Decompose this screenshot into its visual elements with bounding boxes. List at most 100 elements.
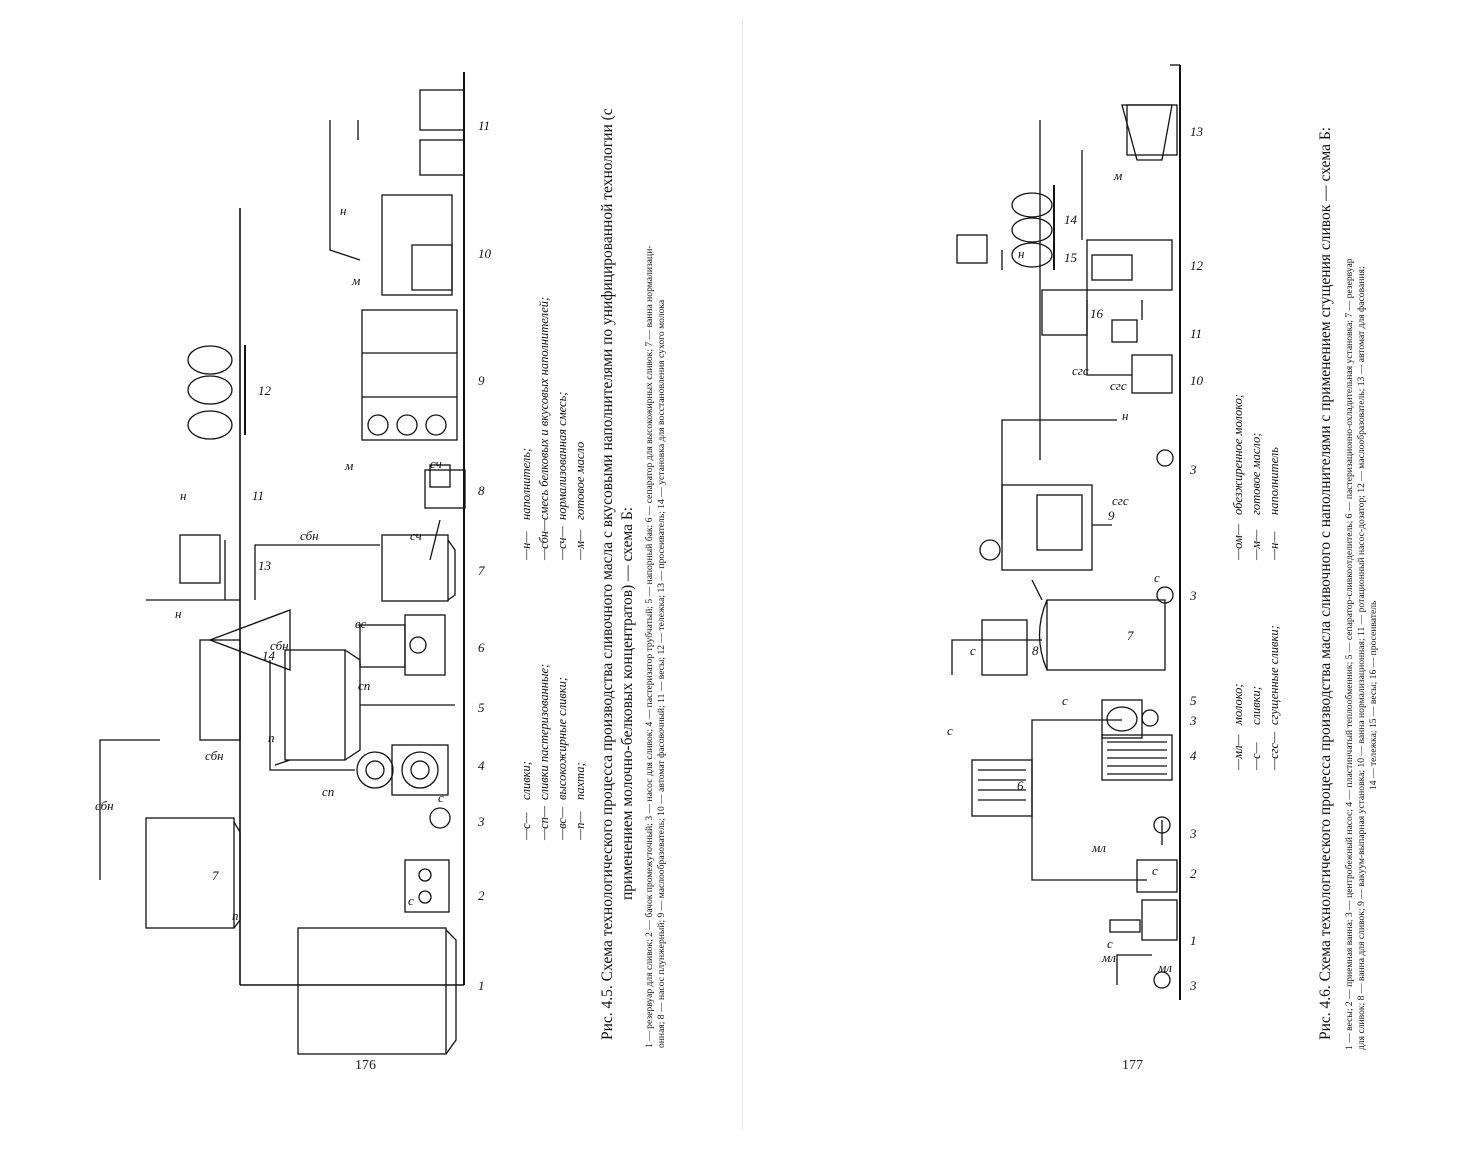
equipment-5-separator <box>1101 699 1143 739</box>
equipment-number: 13 <box>1190 124 1204 139</box>
figure-caption: 1 — резервуар для сливок; 2 — бачок пром… <box>644 245 655 1048</box>
equipment-14-trolley <box>1011 192 1053 218</box>
equipment-number: 11 <box>252 488 264 503</box>
line-label: мл <box>1101 950 1116 965</box>
equipment-9-former <box>361 309 458 441</box>
figure-caption: для сливок; 8 — ванна для сливок; 9 — ва… <box>1356 266 1367 1050</box>
equipment-3-pump <box>429 807 451 829</box>
equipment-number: 5 <box>1190 693 1197 708</box>
equipment-4-exchanger <box>1101 734 1173 781</box>
equipment-number: 11 <box>1190 326 1202 341</box>
line-label: н <box>1018 246 1024 261</box>
legend-text: высокожирные сливки; <box>555 677 569 800</box>
equipment-number: 8 <box>1032 643 1039 658</box>
equipment-number: 6 <box>1017 778 1024 793</box>
line-label: сбн <box>270 638 289 653</box>
equipment-number: 11 <box>478 118 490 133</box>
equipment-12-trolley <box>187 375 233 405</box>
legend-code: —вс— <box>555 806 569 841</box>
line-label: м <box>351 273 360 288</box>
equipment-number: 12 <box>1190 258 1204 273</box>
equipment-number: 10 <box>478 246 492 261</box>
gutter-divider <box>742 20 743 1130</box>
figure-4-6: 1 2 3 3 3 3 3 4 5 6 7 8 9 10 11 12 13 14… <box>947 64 1379 1050</box>
equipment-1-scales <box>1141 899 1178 941</box>
equipment-5-tank <box>284 649 346 761</box>
line-label: с <box>1062 693 1068 708</box>
line-label: с <box>438 790 444 805</box>
line-label: с <box>408 893 414 908</box>
equipment-number: 7 <box>478 563 485 578</box>
legend-text: молоко; <box>1231 683 1245 726</box>
equipment-number: 9 <box>478 373 485 388</box>
legend-code: —сп— <box>537 805 551 841</box>
equipment-number: 9 <box>1108 508 1115 523</box>
figure-caption: 1 — весы; 2 — приемная ванна; 3 — центро… <box>1344 258 1355 1050</box>
legend-text: наполнитель <box>1267 447 1281 515</box>
legend-text: готовое масло; <box>1249 433 1263 515</box>
legend-code: —н— <box>1267 531 1281 561</box>
line-label: н <box>175 606 181 621</box>
equipment-9-evaporator <box>1001 484 1093 571</box>
equipment-2-vat <box>1136 859 1178 893</box>
page-177: 1 2 3 3 3 3 3 4 5 6 7 8 9 10 11 12 13 14… <box>742 0 1484 1151</box>
line-label: м <box>344 458 353 473</box>
line-label: сч <box>430 456 442 471</box>
equipment-number: 16 <box>1090 306 1104 321</box>
line-label: м <box>1113 168 1122 183</box>
figure-title: Рис. 4.5. Схема технологического процесс… <box>599 108 616 1040</box>
legend-code: —м— <box>1249 529 1263 561</box>
legend-code: —ом— <box>1231 523 1245 561</box>
legend-text: нормализованная смесь; <box>555 392 569 520</box>
equipment-number: 3 <box>1189 713 1197 728</box>
equipment-14-unit <box>208 609 291 671</box>
equipment-number: 15 <box>1064 250 1078 265</box>
legend-text: сгущенные сливки; <box>1267 625 1281 725</box>
line-label: сгс <box>1072 363 1089 378</box>
line-label: с <box>1152 863 1158 878</box>
line-label: сбн <box>205 748 224 763</box>
line-label: с <box>1107 936 1113 951</box>
equipment-3-pump <box>1153 971 1171 989</box>
legend-text: смесь белковых и вкусовых наполнителей; <box>537 297 551 520</box>
line-label: с <box>1154 570 1160 585</box>
equipment-number: 3 <box>1189 826 1197 841</box>
legend-text: готовое масло <box>573 442 587 520</box>
legend-text: наполнитель; <box>519 448 533 520</box>
line-label: н <box>180 488 186 503</box>
line-label: сп <box>322 784 334 799</box>
equipment-number: 7 <box>1127 628 1134 643</box>
equipment-15-scales <box>956 234 988 264</box>
equipment-2-tank <box>404 859 450 913</box>
equipment-11-scales <box>419 89 465 131</box>
equipment-number: 7 <box>212 868 219 883</box>
equipment-13-filler <box>1126 104 1178 156</box>
legend-text: сливки; <box>519 761 533 800</box>
equipment-number: 4 <box>1190 748 1197 763</box>
equipment-number: 3 <box>1189 978 1197 993</box>
legend-text: пахта; <box>573 762 587 800</box>
equipment-number: 3 <box>477 814 485 829</box>
equipment-4-pasteurizer <box>356 751 394 789</box>
equipment-6-separator <box>359 624 406 668</box>
legend-text: обезжиренное молоко; <box>1231 394 1245 515</box>
equipment-number: 2 <box>478 888 485 903</box>
line-label: сгс <box>1110 378 1127 393</box>
line-label: п <box>232 908 239 923</box>
legend-text: сливки пастеризованные; <box>537 664 551 800</box>
legend-code: —сч— <box>555 526 569 561</box>
legend-code: —с— <box>519 811 533 841</box>
line-label: мл <box>1157 960 1172 975</box>
line-label: сбн <box>300 528 319 543</box>
equipment-number: 1 <box>478 978 485 993</box>
page-176: 1 2 3 4 5 6 7 7 8 9 10 11 11 12 13 14 с … <box>0 0 742 1151</box>
legend-code: —с— <box>1249 741 1263 771</box>
equipment-7-tank <box>1046 599 1166 671</box>
line-label: сч <box>410 528 422 543</box>
line-label: сгс <box>1112 493 1129 508</box>
equipment-number: 2 <box>1190 866 1197 881</box>
equipment-7-vat <box>381 534 449 602</box>
equipment-number: 3 <box>1189 462 1197 477</box>
legend-code: —сгс— <box>1267 731 1281 771</box>
